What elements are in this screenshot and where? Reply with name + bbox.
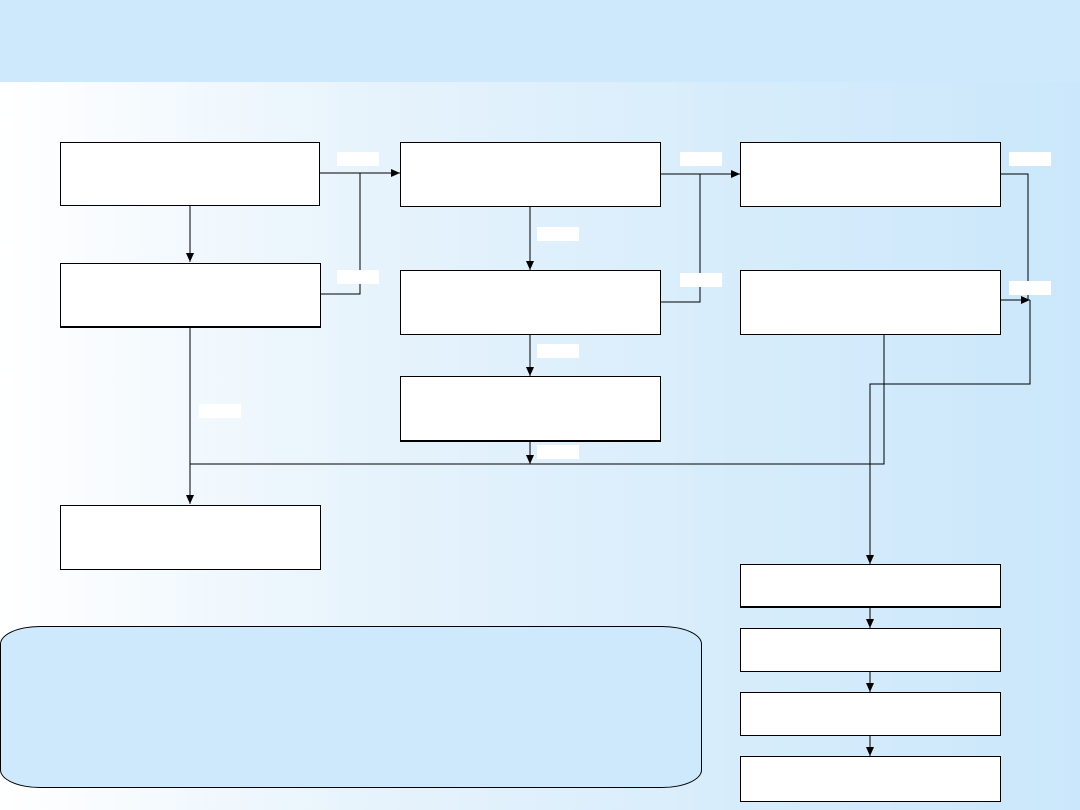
- connector: [869, 300, 1031, 564]
- flow-box-right-2: [740, 270, 1001, 335]
- connector-label: [199, 404, 241, 418]
- step-box-1: [740, 564, 1001, 608]
- step-box-3: [740, 692, 1001, 736]
- connector-label: [337, 270, 379, 284]
- connector-label: [680, 273, 722, 287]
- connector-label: [680, 152, 722, 166]
- connector-label: [537, 227, 579, 241]
- flow-box-right-1: [740, 142, 1001, 207]
- connector: [1000, 173, 1029, 300]
- connector-label: [1009, 281, 1051, 295]
- step-box-2: [740, 628, 1001, 672]
- title-bar: [0, 0, 1080, 82]
- connector: [660, 174, 701, 303]
- note-panel: [0, 626, 702, 788]
- flow-box-mid-3: [400, 376, 661, 442]
- flow-box-left-1: [60, 142, 320, 206]
- step-box-4: [740, 756, 1001, 802]
- connector-label: [537, 344, 579, 358]
- flow-box-mid-1: [400, 142, 661, 207]
- connector-label: [537, 445, 579, 459]
- flow-box-mid-2: [400, 270, 661, 335]
- connector: [320, 173, 361, 295]
- connector-label: [337, 152, 379, 166]
- connector-label: [1009, 152, 1051, 166]
- flow-box-left-2: [60, 263, 321, 328]
- connector: [190, 334, 885, 465]
- flow-box-left-3: [60, 505, 321, 570]
